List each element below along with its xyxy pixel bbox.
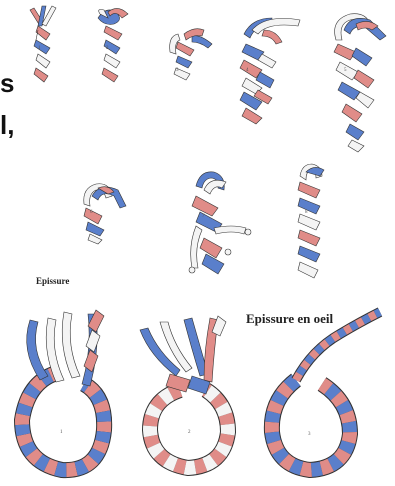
eye-splice-3-figure <box>272 312 380 470</box>
step-1-figure <box>30 6 56 82</box>
eye-splice-2-figure <box>140 316 228 468</box>
step-number: 3 <box>176 68 179 73</box>
step-number: 2 <box>106 46 109 51</box>
step-5-figure <box>334 14 386 152</box>
step-number: 1 <box>38 46 41 51</box>
step-number: 1 <box>60 430 63 435</box>
step-number: 3 <box>308 432 311 437</box>
step-7-figure <box>189 172 251 274</box>
step-4-figure <box>240 18 300 124</box>
step-number: 5 <box>344 68 347 73</box>
step-8-figure <box>298 164 324 278</box>
eye-splice-1-figure <box>22 310 104 470</box>
step-number: 2 <box>188 430 191 435</box>
step-number: 8 <box>305 210 308 215</box>
label-epissure-en-oeil: Epissure en oeil <box>246 311 333 327</box>
step-number: 6 <box>90 210 93 215</box>
step-number: 4 <box>246 68 249 73</box>
step-2-figure <box>98 8 128 82</box>
step-number: 7 <box>202 214 205 219</box>
label-epissure: Epissure <box>36 276 69 286</box>
